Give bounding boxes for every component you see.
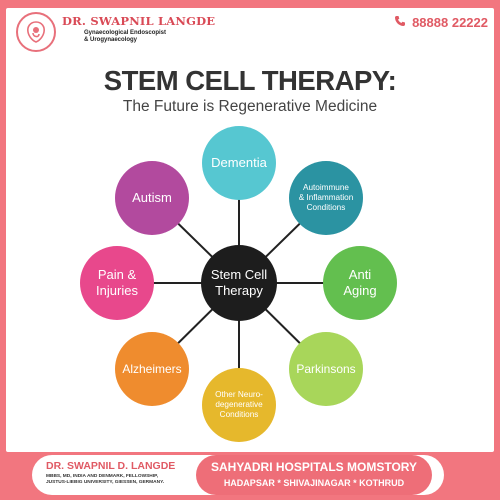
footer-doctor-block: DR. SWAPNIL D. LANGDE MBBS, MD, INDIA AN… xyxy=(46,460,196,486)
brand-subtitle: Gynaecological Endoscopist & Urogynaecol… xyxy=(84,30,215,44)
diagram-node-parkinsons: Parkinsons xyxy=(289,332,363,406)
diagram-node-alzheimers-label: Alzheimers xyxy=(122,361,182,376)
diagram-node-autism-label: Autism xyxy=(132,189,172,205)
footer-locations: HADAPSAR * SHIVAJINAGAR * KOTHRUD xyxy=(223,478,405,488)
brand-subtitle-line2: & Urogynaecology xyxy=(84,37,138,43)
phone-number[interactable]: 88888 22222 xyxy=(412,15,488,30)
diagram-node-other-neuro: Other Neuro- degenerative Conditions xyxy=(202,368,276,442)
diagram-node-autoimmune: Autoimmune & Inflammation Conditions xyxy=(289,161,363,235)
footer-credentials: MBBS, MD, INDIA AND DENMARK, FELLOWSHIP,… xyxy=(46,474,196,486)
diagram-node-dementia-label: Dementia xyxy=(211,154,267,170)
diagram-node-autoimmune-label: Autoimmune & Inflammation Conditions xyxy=(298,182,354,213)
diagram-center-node: Stem Cell Therapy xyxy=(201,245,277,321)
diagram-center-node-label: Stem Cell Therapy xyxy=(210,266,268,298)
diagram-node-autism: Autism xyxy=(115,161,189,235)
diagram-node-anti-aging: Anti Aging xyxy=(323,246,397,320)
page-title: STEM CELL THERAPY: xyxy=(103,65,397,96)
diagram-node-parkinsons-label: Parkinsons xyxy=(296,361,356,376)
phone-icon xyxy=(394,15,406,30)
footer-hospital-block: SAHYADRI HOSPITALS MOMSTORY HADAPSAR * S… xyxy=(196,455,432,495)
phone-contact[interactable]: 88888 22222 xyxy=(394,15,488,30)
uterus-fetus-logo-icon xyxy=(16,12,56,52)
footer-credentials-line1: MBBS, MD, INDIA AND DENMARK, FELLOWSHIP, xyxy=(46,474,159,479)
footer-hospital-name: SAHYADRI HOSPITALS MOMSTORY xyxy=(210,460,418,474)
page-subtitle: The Future is Regenerative Medicine xyxy=(122,98,378,115)
brand-name: DR. SWAPNIL LANGDE xyxy=(62,14,216,28)
footer-banner: DR. SWAPNIL D. LANGDE MBBS, MD, INDIA AN… xyxy=(32,455,444,495)
diagram-node-anti-aging-label: Anti Aging xyxy=(343,266,377,298)
brand-subtitle-line1: Gynaecological Endoscopist xyxy=(84,30,167,36)
diagram-node-other-neuro-label: Other Neuro- degenerative Conditions xyxy=(215,389,263,420)
diagram-node-alzheimers: Alzheimers xyxy=(115,332,189,406)
diagram-node-pain-injuries: Pain & Injuries xyxy=(80,246,154,320)
diagram-node-pain-injuries-label: Pain & Injuries xyxy=(96,266,138,298)
footer-doctor-name: DR. SWAPNIL D. LANGDE xyxy=(46,460,176,472)
brand-block: DR. SWAPNIL LANGDE Gynaecological Endosc… xyxy=(62,14,215,44)
diagram-node-dementia: Dementia xyxy=(202,126,276,200)
footer-credentials-line2: JUSTUS-LIEBIG UNIVERSITY, GIESSEN, GERMA… xyxy=(46,480,165,485)
